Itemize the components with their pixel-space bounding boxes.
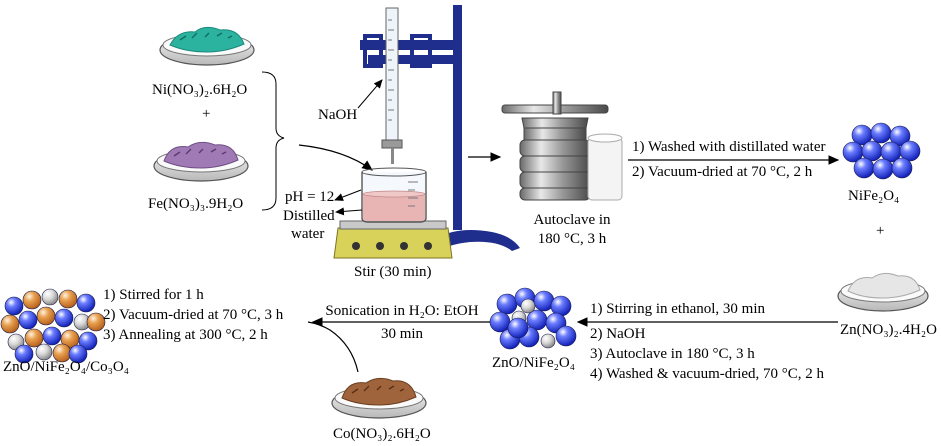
zno-sphere: [41, 288, 59, 306]
ph-label: pH = 12: [285, 189, 335, 205]
zno-sphere: [520, 298, 536, 314]
burette: [381, 7, 403, 164]
nife2o4-sphere: [870, 122, 892, 144]
zno-step-1: 1) Stirring in ethanol, 30 min: [590, 301, 765, 317]
zno-step-3: 3) Autoclave in 180 °C, 3 h: [590, 346, 755, 362]
zno-sphere: [35, 343, 53, 361]
nife2o4-sphere: [78, 331, 98, 351]
zno-nife2o4-particles: [489, 287, 577, 350]
fe-nitrate-label: Fe(NO₃)₃.9H₂O: [148, 196, 244, 212]
co-nitrate-dish: [331, 377, 427, 419]
co3o4-sphere: [58, 289, 78, 309]
nife2o4-sphere: [14, 344, 34, 364]
stir-label: Stir (30 min): [354, 264, 432, 280]
nife2o4-label: NiFe₂O₄: [848, 188, 900, 204]
co3o4-sphere: [0, 314, 20, 334]
co3o4-sphere: [22, 290, 42, 310]
plus-sign-2: +: [876, 223, 885, 239]
ph-arrow: [334, 189, 362, 201]
nife2o4-sphere: [899, 140, 921, 162]
nife2o4-sphere: [853, 157, 875, 179]
nife2o4-sphere: [54, 308, 74, 328]
nife2o4-sphere: [18, 310, 38, 330]
distilled-label: Distilled: [283, 208, 335, 224]
zno-step-4: 4) Washed & vacuum-dried, 70 °C, 2 h: [590, 366, 825, 382]
sonication-label-1: Sonication in H₂O: EtOH: [325, 303, 479, 319]
zn-nitrate-label: Zn(NO₃)₂.4H₂O: [840, 322, 937, 338]
zno-sphere: [540, 333, 556, 349]
co-addition-arrow: [307, 321, 359, 373]
zno-nife2o4-label: ZnO/NiFe₂O₄: [492, 355, 575, 371]
nife2o4-particles: [842, 122, 921, 180]
arrow-to-beaker: [298, 144, 373, 171]
co3o4-sphere: [86, 312, 106, 332]
nife2o4-sphere: [889, 125, 911, 147]
combine-bracket: [261, 71, 285, 211]
plus-sign: +: [202, 106, 211, 122]
nife2o4-sphere: [555, 325, 577, 347]
nife2o4-sphere: [891, 157, 913, 179]
nife2o4-sphere: [507, 317, 529, 339]
nife2o4-sphere: [872, 158, 894, 180]
wash-step-2: 2) Vacuum-dried at 70 °C, 2 h: [632, 164, 813, 180]
autoclave-vessel: [501, 91, 609, 201]
co3o4-sphere: [24, 328, 44, 348]
co-nitrate-label: Co(NO₃)₂.6H₂O: [333, 426, 431, 442]
nife2o4-sphere: [76, 293, 96, 313]
final-step-3: 3) Annealing at 300 °C, 2 h: [103, 327, 268, 343]
nife2o4-sphere: [42, 326, 62, 346]
ni-nitrate-dish: [159, 26, 255, 66]
lab-stand: [360, 5, 520, 251]
final-step-2: 2) Vacuum-dried at 70 °C, 3 h: [103, 307, 284, 323]
nife2o4-sphere: [489, 311, 511, 333]
nife2o4-sphere: [68, 344, 88, 364]
nife2o4-sphere: [4, 296, 24, 316]
sonication-label-2: 30 min: [380, 326, 424, 342]
autoclave-label-1: Autoclave in: [533, 212, 611, 228]
ni-nitrate-label: Ni(NO₃)₂.6H₂O: [152, 82, 248, 98]
final-composite-particles: [0, 288, 106, 364]
final-product-label: ZnO/NiFe₂O₄/Co₃O₄: [3, 359, 129, 375]
zno-step-2: 2) NaOH: [590, 326, 646, 342]
autoclave-label-2: 180 °C, 3 h: [537, 231, 607, 247]
naoh-label: NaOH: [318, 107, 358, 123]
nife2o4-sphere: [496, 293, 518, 315]
water-arrow: [335, 207, 363, 216]
teflon-liner: [587, 133, 623, 201]
final-step-1: 1) Stirred for 1 h: [103, 287, 204, 303]
zn-nitrate-dish: [837, 272, 929, 312]
hot-plate-stirrer: [333, 220, 453, 259]
naoh-arrow: [357, 79, 383, 109]
wash-step-1: 1) Washed with distillated water: [632, 139, 826, 155]
beaker: [361, 167, 427, 223]
fe-nitrate-dish: [153, 141, 249, 182]
water-label: water: [291, 226, 325, 242]
co3o4-sphere: [36, 306, 56, 326]
